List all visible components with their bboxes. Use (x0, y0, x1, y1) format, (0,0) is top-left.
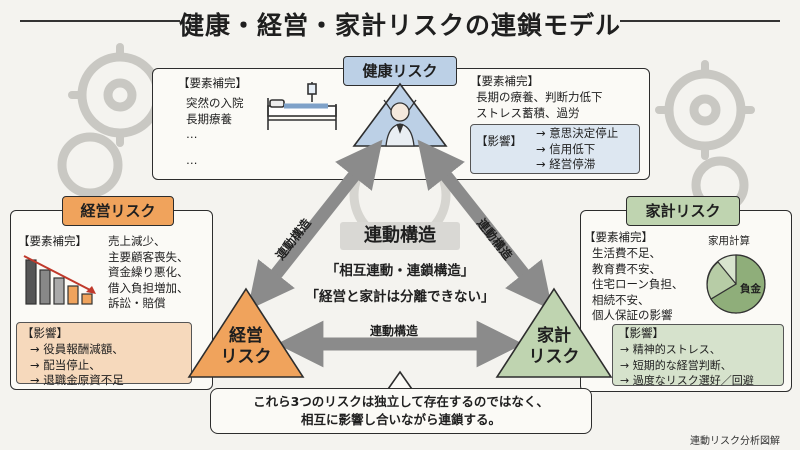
household-triangle-line-2: リスク (528, 347, 580, 367)
footer-caption: 連動リスク分析図解 (690, 436, 780, 447)
center-line-1: 「相互連動・連鎖構造」 (325, 263, 475, 279)
list-item: 売上減少、 (108, 234, 166, 248)
business-risk-label: 経営リスク (62, 196, 174, 226)
summary-line-1: これら3つのリスクは独立して存在するのではなく、 (253, 394, 549, 409)
list-item: 生活費不足、 (592, 246, 661, 260)
household-impact-list: → 精神的ストレス、 → 短期的な経営判断、 → 過度なリスク選好／回避 (620, 342, 754, 389)
hospital-bed-icon (267, 82, 337, 130)
household-risk-label: 家計リスク (626, 196, 740, 226)
business-heading: 【要素補完】 (18, 234, 87, 248)
summary-box: これら3つのリスクは独立して存在するのではなく、 相互に影響し合いながら連鎖する… (210, 388, 592, 434)
summary-line-2: 相互に影響し合いながら連鎖する。 (300, 412, 501, 427)
list-item: … (186, 152, 198, 167)
business-triangle (187, 287, 305, 378)
health-triangle (352, 82, 448, 147)
household-triangle-line-1: 家計 (537, 326, 571, 346)
health-left-heading: 【要素補完】 (178, 76, 247, 90)
list-item: 訴訟・賠償 (108, 296, 166, 310)
list-item: → 短期的な経営判断、 (620, 358, 732, 372)
center-line-2: 「経営と家計は分離できない」 (305, 289, 495, 305)
business-triangle-line-2: リスク (220, 347, 272, 367)
list-item: ストレス蓄積、過労 (476, 105, 580, 120)
title-rule-right (620, 20, 780, 22)
page-title: 健康・経営・家計リスクの連鎖モデル (178, 11, 621, 40)
household-impact-heading: 【影響】 (618, 326, 664, 340)
list-item: 個人保証の影響 (592, 308, 673, 322)
household-pie-icon (706, 254, 766, 314)
list-item: → 過度なリスク選好／回避 (620, 374, 754, 387)
title-rule-left (20, 20, 180, 22)
business-list: 売上減少、 主要顧客喪失、 資金繰り悪化、 借入負担増加、 訴訟・賠償 (108, 234, 189, 312)
center-heading-text: 連動構造 (364, 225, 436, 246)
household-chart-slice-label: 負金 (740, 283, 761, 295)
list-item: → 意思決定停止 (536, 126, 619, 140)
center-heading (340, 222, 460, 250)
household-chart-title: 家用計算 (708, 235, 750, 247)
list-item: → 退職金原資不足 (30, 373, 124, 387)
declining-bar-chart-icon (23, 255, 96, 305)
health-left-list: 突然の入院 長期療養 … … (186, 96, 244, 168)
household-triangle (495, 287, 613, 378)
list-item: … (186, 127, 198, 141)
list-item: 主要顧客喪失、 (108, 249, 189, 264)
business-impact-heading: 【影響】 (22, 326, 68, 340)
household-heading: 【要素補完】 (584, 230, 653, 244)
list-item: → 役員報酬減額、 (30, 342, 124, 356)
list-item: 長期療養 (186, 111, 232, 126)
business-triangle-line-1: 経営 (229, 326, 263, 346)
list-item: 長期の療養、判断力低下 (476, 90, 603, 104)
business-impact-box (16, 322, 192, 384)
household-impact-box (612, 324, 784, 386)
household-triangle-label: 家計 リスク (514, 326, 594, 368)
left-link-arrow (247, 139, 383, 311)
business-impact-list: → 役員報酬減額、 → 配当停止、 → 退職金原資不足 (30, 342, 124, 389)
health-right-list: 長期の療養、判断力低下 ストレス蓄積、過労 (476, 90, 603, 121)
health-risk-label: 健康リスク (343, 56, 457, 86)
gear-icon (57, 132, 123, 198)
stressed-person-icon (383, 99, 417, 147)
list-item: 借入負担増加、 (108, 280, 189, 295)
household-list: 生活費不足、 教育費不安、 住宅ローン負担、 相続不安、 個人保証の影響 (592, 246, 683, 324)
right-link-arrow (417, 139, 553, 311)
list-item: 資金繰り悪化、 (108, 265, 189, 279)
list-item: 突然の入院 (186, 96, 244, 110)
list-item: 教育費不安、 (592, 261, 661, 276)
business-triangle-label: 経営 リスク (206, 326, 286, 368)
bottom-arrow-label: 連動構造 (370, 324, 419, 338)
list-item: 相続不安、 (592, 292, 650, 307)
list-item: 住宅ローン負担、 (592, 277, 684, 291)
list-item: → 配当停止、 (30, 357, 101, 372)
health-right-heading: 【要素補完】 (470, 74, 539, 88)
list-item: → 精神的ストレス、 (620, 343, 721, 356)
